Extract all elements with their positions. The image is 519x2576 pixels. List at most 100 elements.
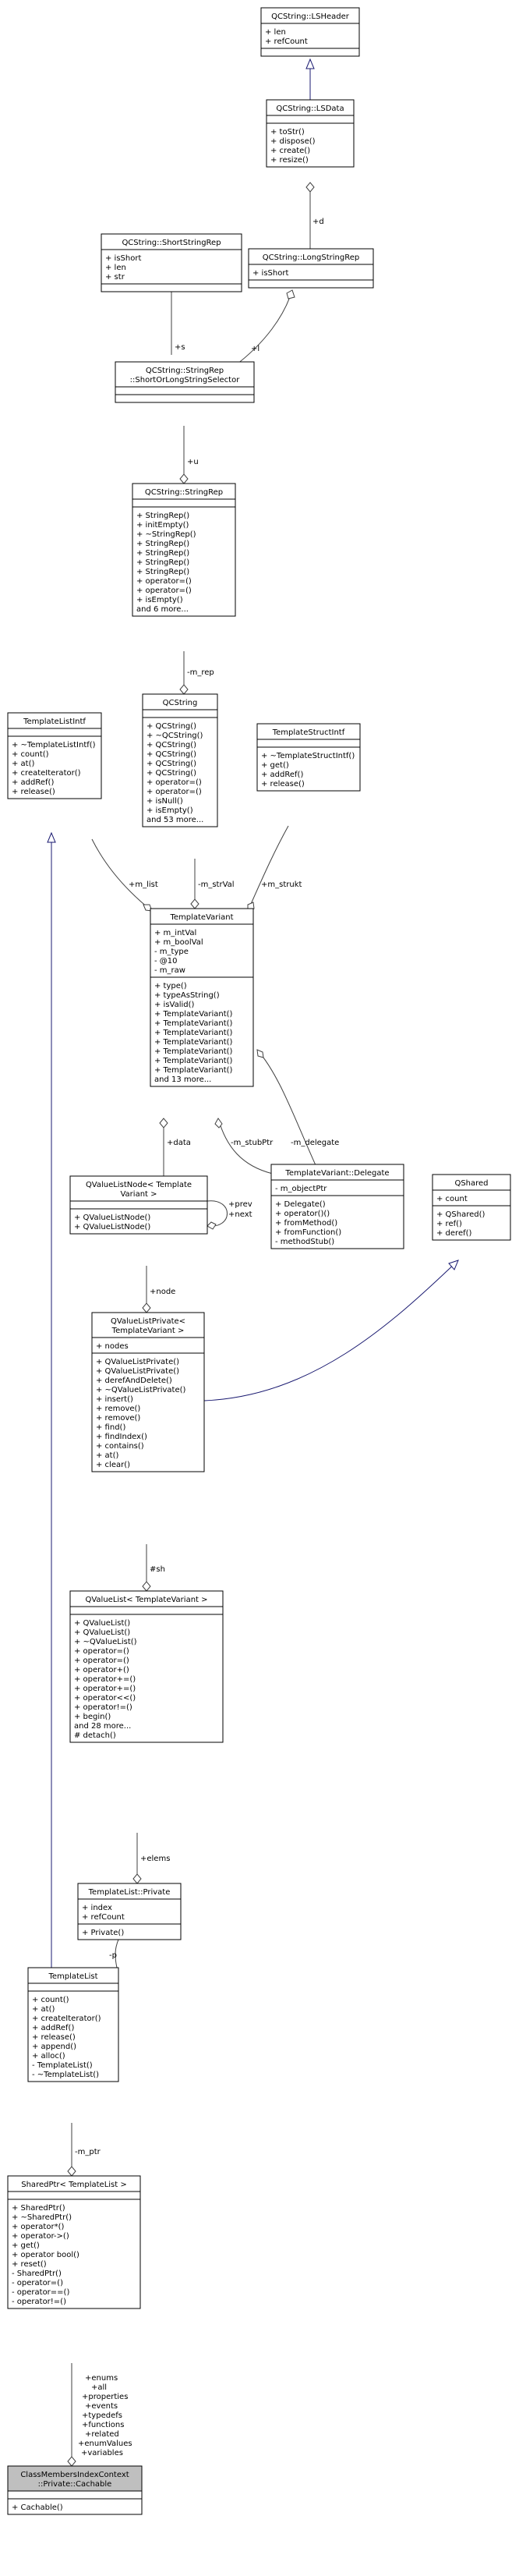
class-title: QCString::LSHeader xyxy=(271,12,350,21)
class-method: - operator=() xyxy=(12,2279,63,2287)
class-method: - methodStub() xyxy=(275,1238,334,1246)
edge-label-properties: +properties xyxy=(82,2393,128,2401)
edge-tlprivate-qvaluelist: +elems xyxy=(132,1833,170,1884)
class-method: + ref() xyxy=(436,1220,462,1228)
class-qvaluelistnode[interactable]: QValueListNode< TemplateVariant >+ QValu… xyxy=(69,1175,208,1235)
class-method: + StringRep() xyxy=(136,512,189,520)
class-method: + append() xyxy=(32,2043,76,2051)
class-delegate[interactable]: TemplateVariant::Delegate- m_objectPtr+ … xyxy=(270,1164,404,1249)
class-sharedptr[interactable]: SharedPtr< TemplateList >+ SharedPtr()+ … xyxy=(7,2175,141,2309)
class-lsdata[interactable]: QCString::LSData+ toStr()+ dispose()+ cr… xyxy=(266,99,355,168)
class-box-frame xyxy=(432,1174,511,1241)
class-method: + derefAndDelete() xyxy=(96,1377,172,1385)
class-method: + remove() xyxy=(96,1405,140,1413)
class-method: + QShared() xyxy=(436,1210,485,1219)
class-qcstring[interactable]: QCString+ QCString()+ ~QCString()+ QCStr… xyxy=(142,693,218,827)
class-method: + QValueList() xyxy=(74,1619,130,1628)
edge-variant-structintf: +m_strukt xyxy=(247,825,302,912)
class-lsheader[interactable]: QCString::LSHeader+ len+ refCount xyxy=(260,7,360,57)
edge-label-typedefs: +typedefs xyxy=(82,2411,122,2420)
class-method: - ~TemplateList() xyxy=(32,2071,99,2079)
class-method: + QCString() xyxy=(147,741,196,749)
class-box-frame xyxy=(142,693,218,827)
edge-label-m-ptr: -m_ptr xyxy=(75,2148,101,2156)
class-method: + operator+=() xyxy=(74,1675,136,1684)
class-method: + count() xyxy=(32,1996,69,2004)
class-method: + TemplateVariant() xyxy=(154,1047,233,1056)
class-method: + deref() xyxy=(436,1229,472,1238)
edge-label-related: +related xyxy=(85,2430,119,2439)
class-box-frame xyxy=(69,1175,208,1235)
class-method: + isEmpty() xyxy=(136,596,183,604)
class-method: + operator=() xyxy=(74,1647,129,1656)
class-attribute: + index xyxy=(82,1904,112,1912)
class-method: + at() xyxy=(12,760,35,768)
edge-label-d: +d xyxy=(312,218,324,226)
edge-label-l: +l xyxy=(251,345,260,353)
class-title: TemplateList::Private xyxy=(88,1888,171,1897)
class-method: + QCString() xyxy=(147,769,196,778)
class-box-frame xyxy=(69,1590,224,1743)
edge-private-inherits-qshared xyxy=(203,1260,459,1401)
class-method: + createIterator() xyxy=(12,769,81,778)
edge-variant-qcstring: -m_strVal xyxy=(190,859,235,909)
edge-templatelist-inherits-listintf xyxy=(47,831,56,1968)
class-method: + operator->() xyxy=(12,2232,69,2241)
edge-longstringrep-lsdata: +d xyxy=(305,182,324,249)
class-attribute: + len xyxy=(265,28,286,37)
edge-label-m-strukt: +m_strukt xyxy=(261,881,302,889)
class-templatelist[interactable]: TemplateList+ count()+ at()+ createItera… xyxy=(27,1967,119,2082)
class-qvaluelistprivate[interactable]: QValueListPrivate<TemplateVariant >+ nod… xyxy=(91,1312,205,1472)
class-method: + operator=() xyxy=(136,586,192,595)
class-method: + operator=() xyxy=(147,778,202,787)
class-stringrep_selector[interactable]: QCString::StringRep::ShortOrLongStringSe… xyxy=(115,361,255,403)
class-method: + fromMethod() xyxy=(275,1219,337,1228)
class-attribute: + m_intVal xyxy=(154,929,196,937)
edge-label-elems: +elems xyxy=(140,1855,170,1863)
class-method: + QValueList() xyxy=(74,1628,130,1637)
class-method: + addRef() xyxy=(12,778,54,787)
class-box-frame xyxy=(266,99,355,168)
class-cachable[interactable]: ClassMembersIndexContext::Private::Cacha… xyxy=(7,2465,143,2515)
class-method: + operator+=() xyxy=(74,1685,136,1693)
class-box-frame xyxy=(256,723,361,792)
class-method: + Delegate() xyxy=(275,1200,326,1209)
class-method: + clear() xyxy=(96,1461,130,1469)
class-method: - TemplateList() xyxy=(32,2061,93,2070)
class-title: QCString::StringRep xyxy=(145,488,223,497)
class-method: + release() xyxy=(32,2033,76,2042)
class-longstringrep[interactable]: QCString::LongStringRep+ isShort xyxy=(248,248,374,289)
class-method: + alloc() xyxy=(32,2052,65,2060)
class-qshared[interactable]: QShared+ count+ QShared()+ ref()+ deref(… xyxy=(432,1174,511,1241)
class-templatelistintf[interactable]: TemplateListIntf+ ~TemplateListIntf()+ c… xyxy=(7,712,102,799)
class-qvaluelist[interactable]: QValueList< TemplateVariant > + QValueLis… xyxy=(69,1590,224,1743)
class-method: + Cachable() xyxy=(12,2503,63,2512)
class-method: + begin() xyxy=(74,1713,111,1721)
class-attribute: + refCount xyxy=(82,1913,125,1922)
class-method: + contains() xyxy=(96,1442,144,1451)
class-method: + QValueListPrivate() xyxy=(96,1358,179,1366)
class-stringrep[interactable]: QCString::StringRep+ StringRep()+ initEm… xyxy=(132,483,236,617)
class-templatelist_private[interactable]: TemplateList::Private+ index+ refCount+ … xyxy=(77,1883,182,1940)
class-method: + operator<<() xyxy=(74,1694,136,1703)
class-templatevariant[interactable]: TemplateVariant+ m_intVal+ m_boolVal- m_… xyxy=(150,908,254,1087)
class-method: + operator!=() xyxy=(74,1703,132,1712)
class-templatestructintf[interactable]: TemplateStructIntf+ ~TemplateStructIntf(… xyxy=(256,723,361,792)
class-title: QValueList< TemplateVariant > xyxy=(85,1596,207,1604)
class-method: - SharedPtr() xyxy=(12,2270,62,2278)
class-method: + release() xyxy=(12,788,55,796)
class-title: QCString::ShortStringRep xyxy=(122,239,221,247)
class-method: + ~TemplateStructIntf() xyxy=(261,752,355,760)
class-shortstringrep[interactable]: QCString::ShortStringRep+ isShort+ len+ … xyxy=(101,233,242,292)
class-title: QCString::StringRep xyxy=(146,367,224,375)
class-title: TemplateVariant > xyxy=(111,1327,185,1335)
edge-label-m-delegate: -m_delegate xyxy=(291,1139,339,1147)
class-method: + operator=() xyxy=(147,788,202,796)
class-method: and 53 more... xyxy=(147,816,203,824)
class-title: QCString xyxy=(163,699,198,707)
edge-lsdata-inherits-lsheader xyxy=(305,58,315,100)
class-method: + QValueListPrivate() xyxy=(96,1367,179,1376)
edge-label-functions: +functions xyxy=(82,2421,124,2429)
class-method: + at() xyxy=(32,2005,55,2014)
